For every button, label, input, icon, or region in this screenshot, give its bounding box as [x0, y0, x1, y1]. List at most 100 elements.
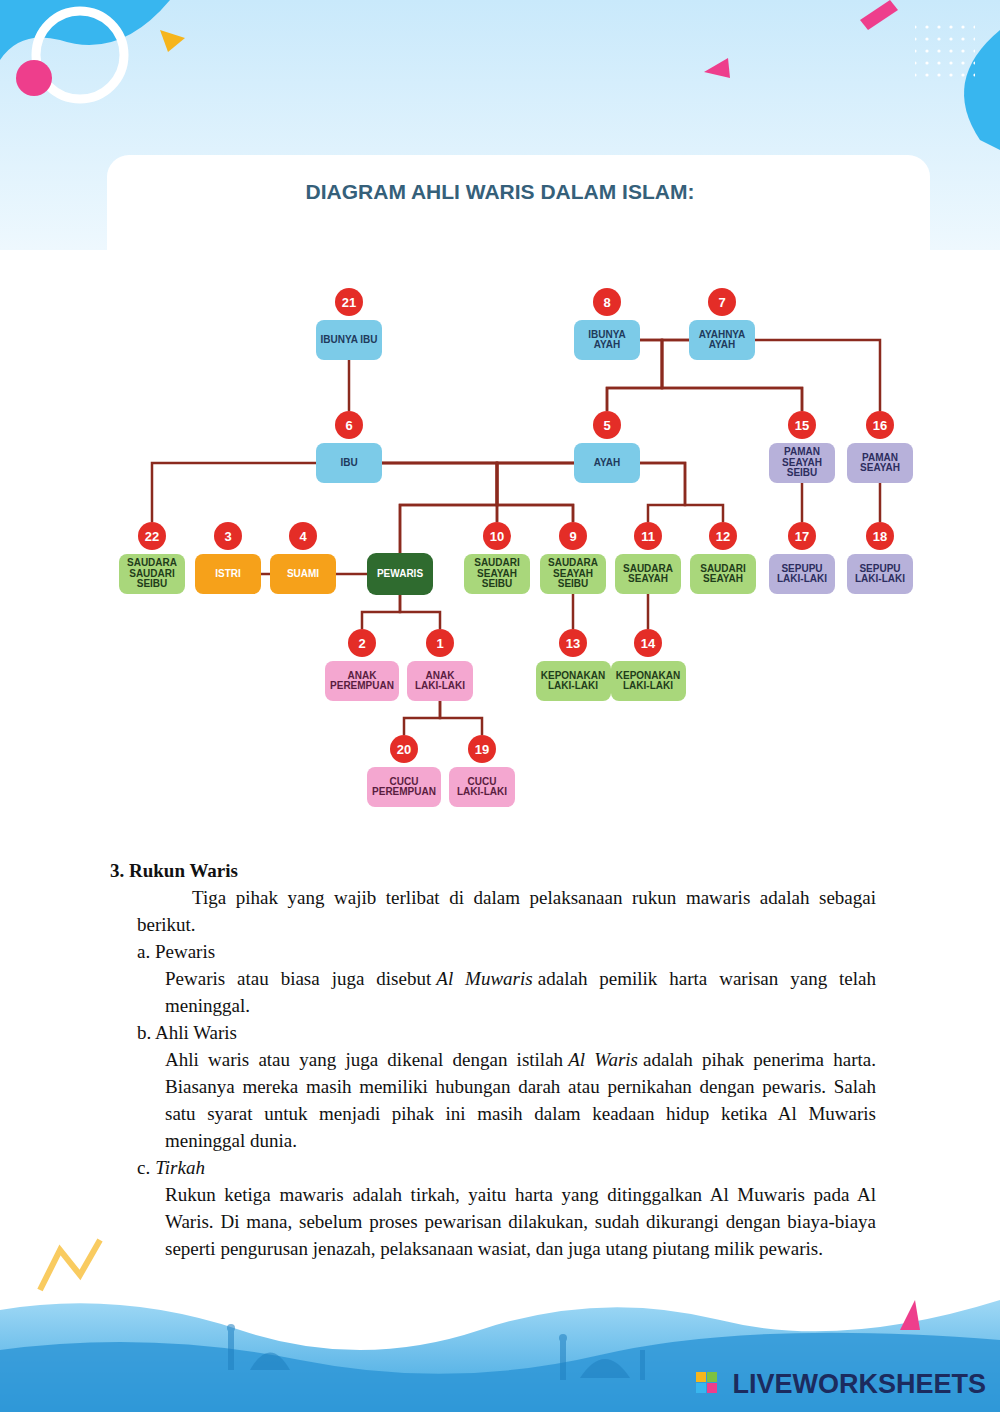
callout-number: 4 — [289, 522, 317, 550]
heir-node: 17SEPUPU LAKI-LAKI — [769, 522, 835, 594]
callout-number: 9 — [559, 522, 587, 550]
heir-node: 6IBU — [316, 411, 382, 483]
callout-number: 10 — [483, 522, 511, 550]
callout-number: 12 — [709, 522, 737, 550]
heir-box: SAUDARA SAUDARI SEIBU — [119, 554, 185, 594]
heir-box: PEWARIS — [367, 553, 433, 595]
callout-number: 11 — [634, 522, 662, 550]
callout-number: 20 — [390, 735, 418, 763]
heir-label: CUCU LAKI-LAKI — [453, 777, 511, 798]
paragraph: Tiga pihak yang wajib terlibat di dalam … — [137, 884, 876, 938]
body-text: Pewaris atau biasa juga disebut — [165, 968, 431, 989]
heir-box: IBU — [316, 443, 382, 483]
heir-box: PAMAN SEAYAH — [847, 443, 913, 483]
family-line — [362, 595, 400, 629]
heir-node: 10SAUDARI SEAYAH SEIBU — [464, 522, 530, 594]
family-line — [497, 463, 574, 522]
heir-box: SAUDARA SEAYAH SEIBU — [540, 554, 606, 594]
family-line — [879, 483, 882, 522]
family-line — [404, 701, 440, 735]
paragraph: Rukun ketiga mawaris adalah tirkah, yait… — [165, 1181, 876, 1262]
heir-box: AYAHNYA AYAH — [689, 320, 755, 360]
callout-number: 5 — [593, 411, 621, 439]
callout-number: 21 — [335, 288, 363, 316]
callout-number: 16 — [866, 411, 894, 439]
heir-box: ISTRI — [195, 554, 261, 594]
heir-node: 3ISTRI — [195, 522, 261, 594]
family-line — [755, 340, 880, 411]
family-line — [336, 573, 367, 576]
heir-label: KEPONAKAN LAKI-LAKI — [615, 671, 682, 692]
family-line — [152, 463, 316, 522]
callout-number: 14 — [634, 629, 662, 657]
heir-box: ANAK PEREMPUAN — [325, 661, 399, 701]
heir-node: 11SAUDARA SEAYAH — [615, 522, 681, 594]
heir-node: 1ANAK LAKI-LAKI — [407, 629, 473, 701]
family-line — [497, 463, 574, 522]
callout-number: 7 — [708, 288, 736, 316]
callout-number: 6 — [335, 411, 363, 439]
heir-box: KEPONAKAN LAKI-LAKI — [611, 661, 686, 701]
heir-box: ANAK LAKI-LAKI — [407, 661, 473, 701]
body-text: Tirkah — [155, 1157, 205, 1178]
callout-number: 13 — [559, 629, 587, 657]
heir-node: 20CUCU PEREMPUAN — [367, 735, 441, 807]
body-text: Tiga pihak yang wajib terlibat di dalam … — [137, 887, 876, 935]
heir-label: SEPUPU LAKI-LAKI — [773, 564, 831, 585]
heir-node: 4SUAMI — [270, 522, 336, 594]
paragraph: c.Tirkah — [137, 1154, 876, 1181]
callout-number: 18 — [866, 522, 894, 550]
heir-box: CUCU LAKI-LAKI — [449, 767, 515, 807]
heir-label: PEWARIS — [377, 569, 423, 580]
heir-label: SUAMI — [287, 569, 319, 580]
heir-box: SAUDARI SEAYAH SEIBU — [464, 554, 530, 594]
body-text: a. Pewaris — [137, 941, 215, 962]
heir-node: PEWARIS — [367, 553, 433, 595]
heir-node: 22SAUDARA SAUDARI SEIBU — [119, 522, 185, 594]
body-text: 3. Rukun Waris — [110, 860, 238, 881]
heir-label: ISTRI — [215, 569, 241, 580]
callout-number: 8 — [593, 288, 621, 316]
body-text: c. — [137, 1157, 150, 1178]
body-text: Al Waris — [568, 1049, 638, 1070]
heir-box: IBUNYA AYAH — [574, 320, 640, 360]
heir-label: CUCU PEREMPUAN — [371, 777, 437, 798]
heir-node: 13KEPONAKAN LAKI-LAKI — [536, 629, 611, 701]
heir-node: 9SAUDARA SEAYAH SEIBU — [540, 522, 606, 594]
document-text: 3. Rukun WarisTiga pihak yang wajib terl… — [110, 857, 876, 1262]
heir-node: 14KEPONAKAN LAKI-LAKI — [611, 629, 686, 701]
heir-box: SEPUPU LAKI-LAKI — [769, 554, 835, 594]
paragraph: Ahli waris atau yang juga dikenal dengan… — [165, 1046, 876, 1154]
family-line — [647, 594, 650, 629]
heir-box: PAMAN SEAYAH SEIBU — [769, 443, 835, 483]
heir-label: ANAK LAKI-LAKI — [411, 671, 469, 692]
callout-number: 3 — [214, 522, 242, 550]
body-text: Al Muwaris — [436, 968, 532, 989]
paragraph: a. Pewaris — [137, 938, 876, 965]
heir-label: SAUDARI SEAYAH — [694, 564, 752, 585]
heir-label: IBUNYA IBU — [320, 335, 377, 346]
heir-label: KEPONAKAN LAKI-LAKI — [540, 671, 607, 692]
heir-box: SUAMI — [270, 554, 336, 594]
heir-label: PAMAN SEAYAH — [851, 453, 909, 474]
callout-number: 19 — [468, 735, 496, 763]
heir-label: PAMAN SEAYAH SEIBU — [773, 447, 831, 479]
family-line — [572, 594, 575, 629]
diagram-title: DIAGRAM AHLI WARIS DALAM ISLAM: — [0, 180, 1000, 204]
heir-label: IBU — [340, 458, 357, 469]
family-line — [400, 463, 574, 553]
heir-node: 5AYAH — [574, 411, 640, 483]
heir-label: IBUNYA AYAH — [578, 330, 636, 351]
family-line — [400, 595, 440, 629]
body-text: b. Ahli Waris — [137, 1022, 237, 1043]
heir-box: SAUDARA SEAYAH — [615, 554, 681, 594]
callout-number: 15 — [788, 411, 816, 439]
family-line — [348, 360, 351, 411]
heir-label: SAUDARA SAUDARI SEIBU — [123, 558, 181, 590]
paragraph: 3. Rukun Waris — [110, 857, 876, 884]
family-line — [801, 483, 804, 522]
heir-node: 7AYAHNYA AYAH — [689, 288, 755, 360]
heir-label: SAUDARI SEAYAH SEIBU — [468, 558, 526, 590]
heir-box: IBUNYA IBU — [316, 320, 382, 360]
callout-number: 1 — [426, 629, 454, 657]
